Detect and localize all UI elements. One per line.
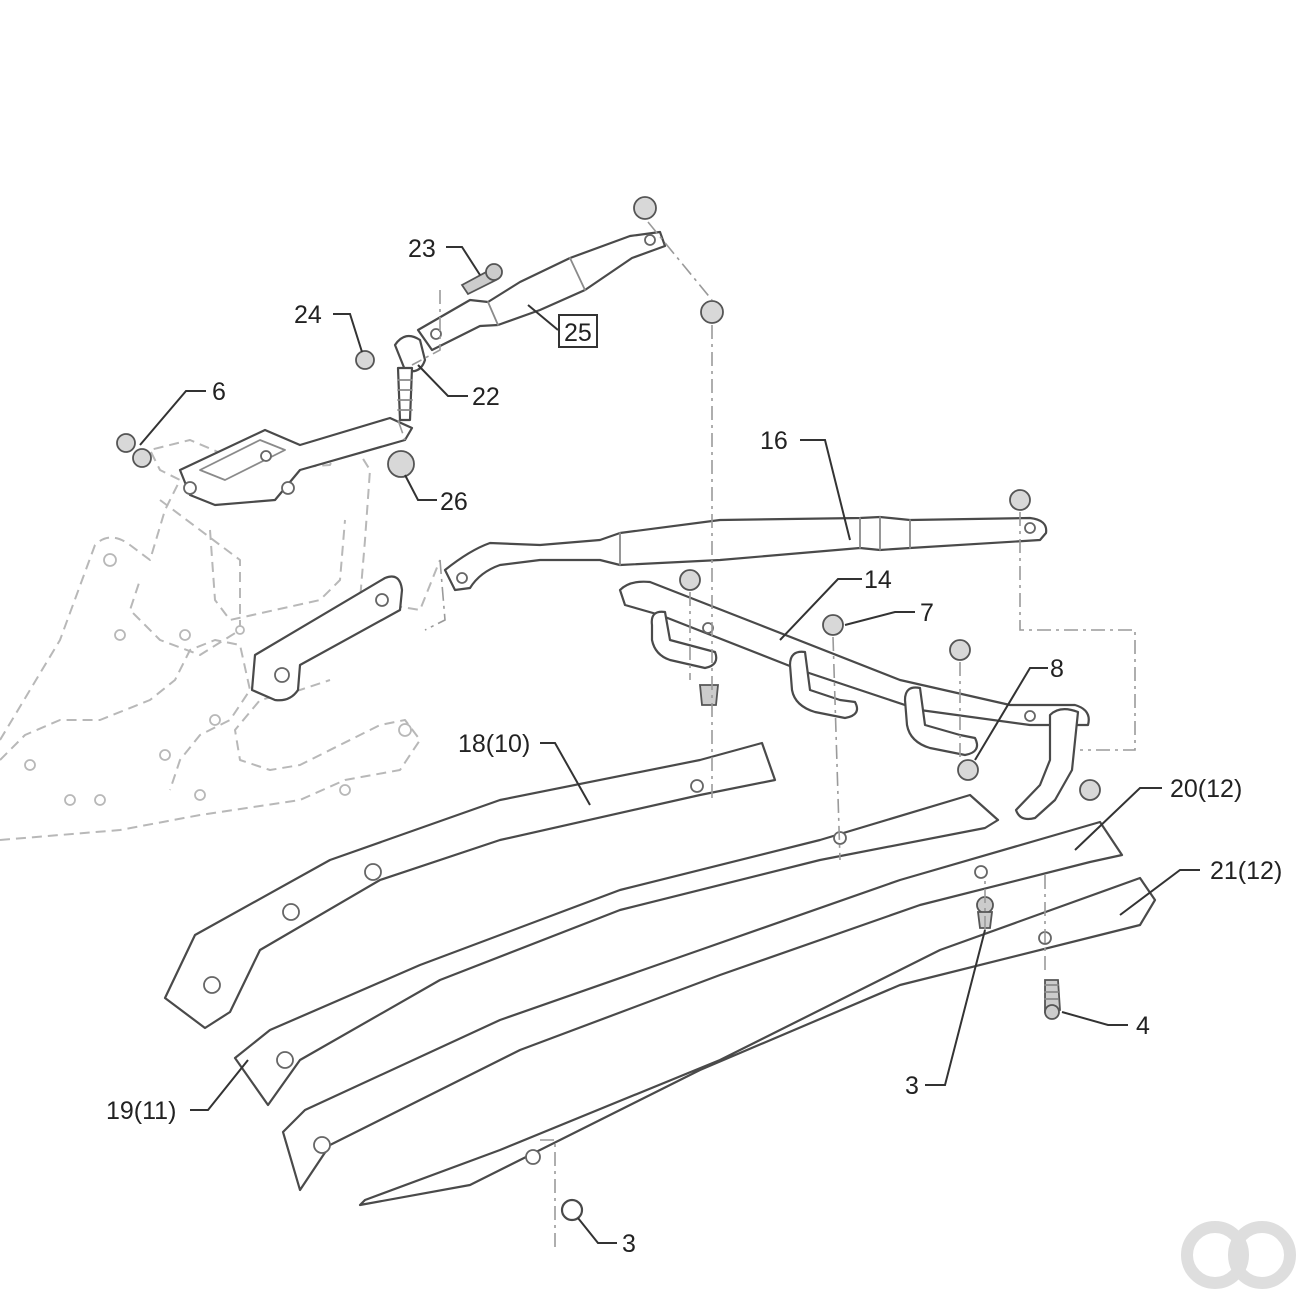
callout-26: 26 xyxy=(440,488,468,516)
leader-lines xyxy=(139,246,1200,1244)
nut-top-a xyxy=(633,196,657,220)
nut-6b xyxy=(132,448,152,468)
strip-part-21 xyxy=(358,876,1157,1207)
strip-part-20 xyxy=(281,820,1124,1192)
turnbuckle-part-16 xyxy=(443,515,1048,592)
callout-3-lower: 3 xyxy=(622,1230,636,1258)
frame-bracket-part-6 xyxy=(178,416,414,507)
callout-20-12: 20(12) xyxy=(1170,775,1242,803)
callout-16: 16 xyxy=(760,427,788,455)
plough-frame-outline xyxy=(0,429,441,841)
nut-16 xyxy=(1009,489,1031,511)
callout-14: 14 xyxy=(864,566,892,594)
callout-25: 25 xyxy=(564,319,592,347)
eye-bolt-part-22 xyxy=(393,334,427,422)
callout-24: 24 xyxy=(294,301,322,329)
nut-6a xyxy=(116,433,136,453)
washer-part-3-lower xyxy=(560,1198,584,1222)
nut-24 xyxy=(355,350,375,370)
bolt-part-23 xyxy=(460,263,503,296)
nut-8a xyxy=(949,639,971,661)
callout-6: 6 xyxy=(212,378,226,406)
callout-3-upper: 3 xyxy=(905,1072,919,1100)
callout-4: 4 xyxy=(1136,1012,1150,1040)
nut-14 xyxy=(679,569,701,591)
callout-25-box xyxy=(558,314,598,348)
strip-part-18 xyxy=(163,741,777,1030)
nuts xyxy=(116,196,1101,801)
callout-21-12: 21(12) xyxy=(1210,857,1282,885)
nut-right xyxy=(1079,779,1101,801)
nut-7 xyxy=(822,614,844,636)
frame-bar-part-14 xyxy=(618,580,1090,821)
nut-8b xyxy=(957,759,979,781)
assembly-axes xyxy=(397,221,1136,1250)
bolt-part-4 xyxy=(1044,979,1061,1020)
callout-22: 22 xyxy=(472,383,500,411)
nut-26 xyxy=(387,450,415,478)
callout-18-10: 18(10) xyxy=(458,730,530,758)
bolt-under-14 xyxy=(699,684,719,706)
watermark-logo xyxy=(1181,1221,1296,1289)
callout-7: 7 xyxy=(920,599,934,627)
callout-labels: 23 24 25 22 6 26 16 14 7 8 18(10) 20(12)… xyxy=(106,235,1282,1258)
nut-top-b xyxy=(700,300,724,324)
callout-8: 8 xyxy=(1050,655,1064,683)
callout-23: 23 xyxy=(408,235,436,263)
link-plate xyxy=(250,575,404,702)
callout-19-11: 19(11) xyxy=(106,1097,176,1125)
strip-part-19 xyxy=(233,793,1000,1107)
turnbuckle-part-25 xyxy=(416,230,667,352)
